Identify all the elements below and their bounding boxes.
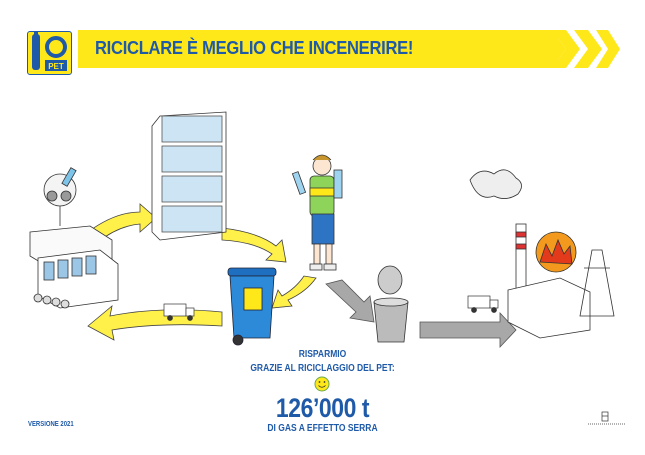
trash-can — [373, 265, 409, 343]
publisher-logo — [588, 411, 625, 425]
incineration-arrows — [325, 279, 517, 349]
savings-amount: 126’000 t — [275, 393, 370, 423]
truck-icon — [467, 295, 499, 313]
bottle-shelves — [151, 111, 227, 241]
page-title: RICICLARE È MEGLIO CHE INCENERIRE! — [95, 38, 414, 58]
person-with-bottle — [291, 154, 343, 271]
pet-logo: PET — [32, 31, 67, 71]
savings-subtitle: GRAZIE AL RICICLAGGIO DEL PET: — [250, 363, 395, 374]
version-label: VERSIONE 2021 — [28, 421, 74, 428]
recycling-plant — [29, 167, 119, 309]
title-banner — [78, 30, 558, 68]
savings-label: RISPARMIO — [298, 349, 347, 360]
pet-logo-text: PET — [48, 62, 64, 71]
pet-collection-bin — [227, 267, 277, 346]
banner-chevrons — [540, 30, 620, 68]
smiley-icon — [314, 376, 330, 392]
savings-info: RISPARMIO GRAZIE AL RICICLAGGIO DEL PET:… — [200, 348, 445, 435]
incineration-plant — [469, 169, 615, 339]
truck-icon — [163, 303, 195, 321]
savings-unit-description: DI GAS A EFFETTO SERRA — [267, 423, 378, 434]
